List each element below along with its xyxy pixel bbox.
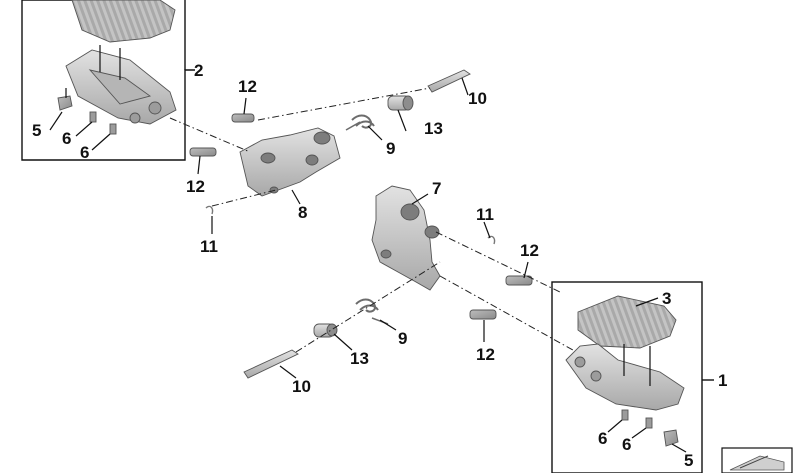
callout-5-right: 5 (684, 451, 693, 470)
callout-12-a: 12 (238, 77, 257, 96)
left-footrest-frame (21, 0, 195, 161)
left-clip (205, 205, 214, 215)
right-screws (621, 409, 679, 447)
left-bushing (387, 95, 414, 111)
callout-3: 3 (662, 289, 671, 308)
right-rubber-pad (577, 295, 677, 349)
right-bushing (313, 323, 338, 338)
right-bracket (371, 185, 441, 291)
callout-9-left: 9 (386, 139, 395, 158)
right-footrest-frame (551, 281, 714, 473)
callout-6-right-b: 6 (622, 435, 631, 454)
callout-12-d: 12 (476, 345, 495, 364)
right-footrest-plate (565, 343, 685, 411)
left-rubber-pad (71, 0, 176, 43)
callout-6-right-a: 6 (598, 429, 607, 448)
callout-5-left: 5 (32, 121, 41, 140)
left-assembly-axes (169, 87, 431, 207)
callout-9-right: 9 (398, 329, 407, 348)
callout-2: 2 (194, 61, 203, 80)
callout-6-left-a: 6 (62, 129, 71, 148)
callout-1: 1 (718, 371, 727, 390)
callout-11-right: 11 (476, 205, 494, 224)
left-pin (427, 69, 471, 93)
left-screws (57, 88, 117, 135)
callout-leaders (49, 77, 687, 453)
left-footrest-plate (65, 45, 177, 125)
left-bracket (239, 127, 341, 197)
footrest-assembly-icon (721, 447, 793, 473)
callout-7: 7 (432, 179, 441, 198)
callout-13-right: 13 (350, 349, 369, 368)
callout-10-left: 10 (468, 89, 487, 108)
right-assembly-axes (295, 231, 581, 355)
callout-12-c: 12 (520, 241, 539, 260)
callout-10-right: 10 (292, 377, 311, 396)
callout-6-left-b: 6 (80, 143, 89, 162)
callout-8: 8 (298, 203, 307, 222)
callout-12-b: 12 (186, 177, 205, 196)
callout-labels: 2 5 6 6 12 12 10 13 9 8 11 7 11 12 12 9 … (32, 61, 727, 470)
right-bracket-bolts (469, 275, 533, 320)
right-pin (243, 349, 299, 379)
callout-13-left: 13 (424, 119, 443, 138)
left-spring (345, 114, 375, 131)
callout-11-left: 11 (200, 237, 218, 256)
right-clip (487, 235, 496, 245)
left-bracket-bolts (189, 113, 255, 157)
